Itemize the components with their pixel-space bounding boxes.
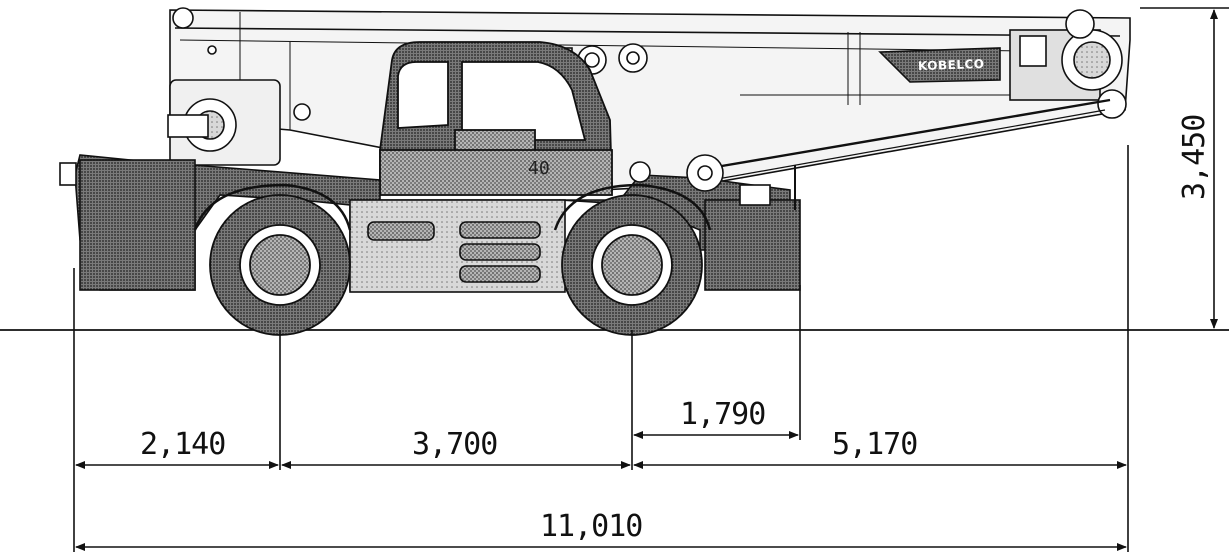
dim-front-to-support: 1,790	[680, 397, 766, 432]
dimension-lines	[75, 9, 1218, 551]
carrier-frame	[59, 154, 801, 293]
dim-overall-length: 11,010	[540, 509, 643, 544]
operator-cab	[379, 41, 613, 196]
boom	[169, 7, 1131, 191]
dim-front-overhang: 5,170	[832, 427, 918, 462]
dim-wheelbase: 3,700	[412, 427, 498, 462]
front-wheel	[561, 194, 703, 336]
winch-housing	[167, 79, 281, 166]
dim-rear-overhang: 2,140	[140, 427, 226, 462]
extension-lines	[73, 7, 1229, 552]
brand-label: KOBELCO	[917, 56, 985, 74]
model-mark: 40	[528, 158, 550, 179]
dim-height: 3,450	[1177, 114, 1212, 200]
rear-wheel	[209, 194, 351, 336]
